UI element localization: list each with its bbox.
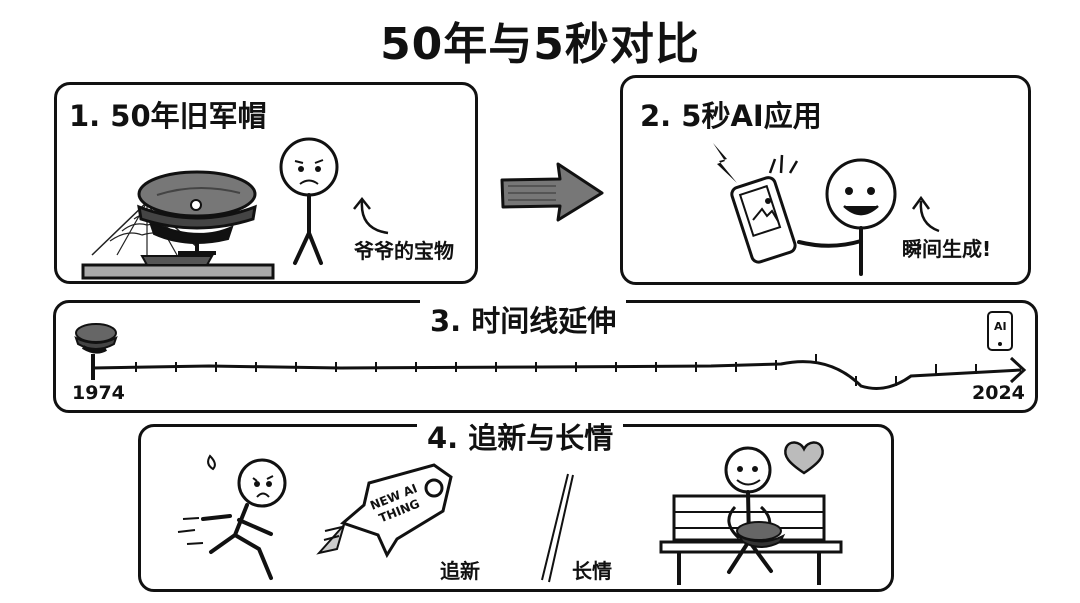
- timeline-start-year: 1974: [72, 382, 125, 404]
- curved-arrow-icon: [353, 196, 389, 235]
- loyalty-label: 长情: [572, 559, 612, 583]
- panel-timeline: 3. 时间线延伸 1974 2024 AI: [53, 298, 1038, 413]
- panel-4-title: 4. 追新与长情: [417, 415, 624, 457]
- smartphone-icon: [730, 176, 797, 264]
- ai-phone-small-label: AI: [994, 320, 1007, 333]
- timeline-line: [91, 354, 1027, 390]
- curved-arrow-icon-2: [911, 195, 940, 233]
- seated-person-with-cap-icon: [724, 446, 786, 574]
- heart-icon: [784, 441, 824, 475]
- happy-person-icon: [797, 158, 897, 276]
- panel-2-title: 2. 5秒AI应用: [640, 99, 822, 133]
- shelf-icon: [81, 255, 275, 280]
- running-worried-person-icon: [177, 454, 287, 580]
- timeline-end-year: 2024: [972, 382, 1025, 404]
- sparkle-icon: [768, 154, 799, 174]
- old-military-cap-icon: [137, 170, 257, 255]
- chase-new-label: 追新: [440, 559, 480, 583]
- panel-3-title: 3. 时间线延伸: [420, 298, 627, 340]
- instant-generated-caption: 瞬间生成!: [902, 237, 992, 261]
- right-arrow-icon: [500, 162, 604, 222]
- panel-ai-app: 2. 5秒AI应用 瞬间生成!: [620, 75, 1031, 285]
- rocket-icon: [316, 463, 453, 559]
- grandpa-treasure-caption: 爷爷的宝物: [354, 239, 454, 263]
- ai-phone-small-icon: [987, 311, 1013, 351]
- panel-1-title: 1. 50年旧军帽: [69, 99, 267, 133]
- panel-old-cap: 1. 50年旧军帽 爷爷的宝物: [54, 82, 478, 284]
- section-divider: [541, 473, 574, 583]
- sad-person-icon: [279, 137, 339, 265]
- old-cap-small-icon: [74, 323, 118, 354]
- page-title: 50年与5秒对比: [380, 19, 700, 70]
- panel-chasing-new-and-loyalty: 4. 追新与长情 NEW AI THING 追新 长情: [138, 415, 894, 592]
